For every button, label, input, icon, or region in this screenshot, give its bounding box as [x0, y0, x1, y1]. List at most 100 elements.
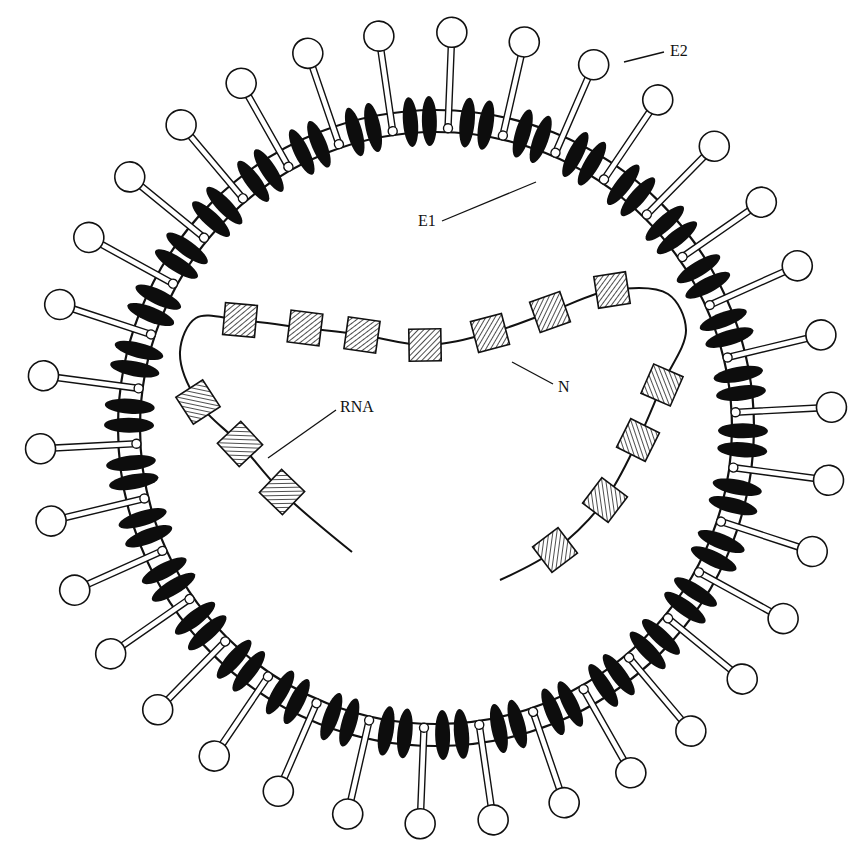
n-protein [176, 380, 220, 424]
spike-base [527, 706, 538, 717]
part-label: E2 [668, 42, 690, 60]
part-label: RNA [338, 398, 376, 416]
n-protein [470, 313, 509, 352]
e1-protein [162, 228, 211, 269]
e1-protein [261, 667, 299, 718]
e2-spike [720, 317, 839, 373]
e2-spike [540, 45, 614, 163]
membrane-outer [118, 110, 754, 746]
spike-head [793, 533, 831, 571]
spike-base [731, 408, 740, 417]
e1-protein [718, 423, 768, 438]
spike-head [27, 359, 61, 393]
e2-spike [433, 17, 468, 134]
e2-spike [41, 286, 160, 351]
e2-spike [25, 428, 142, 464]
spike-stalk [54, 441, 136, 451]
spike-stalk [64, 496, 145, 521]
spike-base [693, 566, 705, 578]
spike-stalk [708, 269, 785, 308]
spike-head [476, 803, 510, 837]
spike-base [132, 439, 141, 448]
spike-head [41, 286, 79, 324]
spike-head [610, 752, 651, 793]
e2-spike [405, 723, 440, 840]
spike-head [68, 217, 109, 258]
spike-head [812, 463, 846, 497]
spike-base [219, 635, 232, 648]
spike-base [474, 720, 484, 730]
e1-protein [573, 138, 611, 189]
n-protein [409, 329, 441, 361]
e1-protein [395, 708, 415, 759]
spike-head [137, 689, 179, 731]
e1-protein [421, 96, 437, 146]
spike-head [721, 658, 763, 700]
spike-stalk [530, 711, 562, 791]
e2-spike [589, 79, 679, 191]
spike-head [55, 570, 95, 610]
e1-protein [212, 636, 256, 684]
spike-stalk [418, 728, 427, 810]
spike-stalk [681, 208, 752, 260]
e2-spike [727, 452, 845, 497]
e2-spike [688, 557, 804, 639]
spike-stalk [445, 46, 454, 128]
e1-protein [474, 99, 497, 151]
e1-protein [711, 475, 763, 499]
e1-protein [457, 97, 477, 148]
spike-stalk [220, 675, 271, 746]
spike-base [388, 126, 398, 136]
e2-spike [289, 34, 355, 153]
e1-protein [375, 705, 398, 757]
e2-spike [259, 693, 333, 811]
spike-stalk [281, 702, 319, 780]
spike-head [506, 24, 542, 60]
spike-stalk [165, 639, 227, 702]
spike-base [156, 545, 168, 557]
spike-stalk [57, 375, 139, 392]
spike-head [574, 45, 613, 84]
spike-base [623, 651, 636, 664]
e1-protein [435, 710, 451, 760]
e2-spike [137, 628, 240, 731]
e1-protein [109, 357, 161, 381]
spike-stalk [348, 720, 372, 801]
e1-protein [361, 102, 386, 154]
e2-spike [699, 246, 817, 321]
spike-head [670, 710, 712, 752]
spike-head [193, 735, 235, 777]
e2-spike [712, 506, 831, 571]
e1-proteins [104, 96, 768, 760]
leader-lines [268, 52, 664, 458]
spike-base [443, 124, 452, 133]
spike-base [167, 278, 179, 290]
e2-spike [633, 125, 736, 228]
e1-protein [625, 627, 670, 674]
spike-base [134, 383, 144, 393]
e2-spike [487, 24, 542, 143]
spike-stalk [666, 616, 733, 673]
e1-protein [712, 363, 764, 387]
e1-protein [525, 113, 556, 165]
n-protein [594, 272, 630, 308]
spike-base [333, 138, 344, 149]
spike-stalk [720, 519, 800, 550]
e1-protein [105, 453, 156, 474]
spike-base [598, 173, 610, 185]
spike-stalk [727, 335, 808, 360]
n-protein [217, 421, 262, 466]
spike-head [637, 79, 679, 121]
spike-base [419, 723, 428, 732]
spike-stalk [72, 306, 152, 337]
spike-head [436, 17, 467, 48]
rna-strand [180, 288, 686, 580]
e1-protein [104, 397, 155, 415]
e2-spikes [25, 17, 847, 840]
n-protein [533, 528, 578, 573]
n-protein [287, 310, 323, 346]
e2-spike [27, 359, 145, 404]
spike-head [740, 181, 782, 223]
e1-protein [660, 587, 709, 628]
